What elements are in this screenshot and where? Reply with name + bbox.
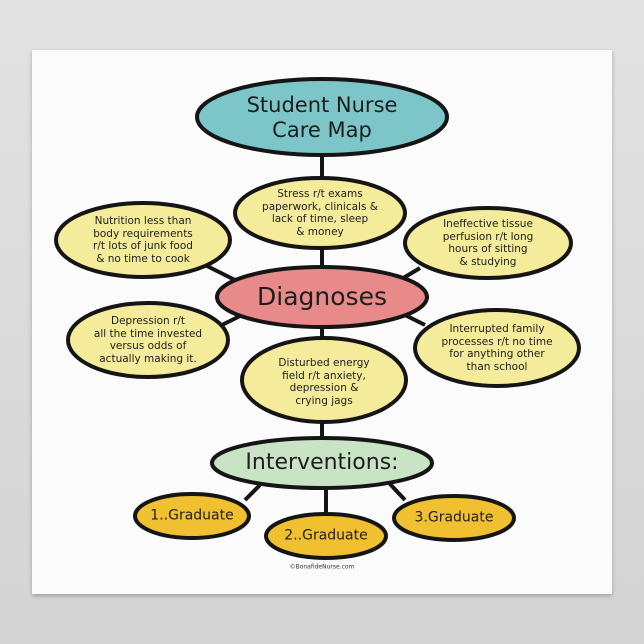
connector <box>388 482 407 502</box>
connector <box>243 483 262 502</box>
diagnosis-bubble-stress <box>233 176 407 250</box>
diagnosis-bubble-depression <box>66 301 230 379</box>
interventions-bubble <box>210 436 434 490</box>
diagnosis-bubble-family <box>413 308 581 388</box>
diagnosis-text-perfusion: Ineffective tissue perfusion r/t long ho… <box>442 217 534 268</box>
graduate-bubble-1 <box>133 492 251 540</box>
connectors <box>204 155 426 514</box>
title-bubble <box>195 77 449 157</box>
diagnosis-bubble-perfusion <box>403 206 573 280</box>
diagnosis-text-depression: Depression r/t all the time invested ver… <box>93 314 203 365</box>
connector <box>204 263 236 282</box>
diagnosis-text-stress: Stress r/t exams paperwork, clinicals & … <box>262 187 378 238</box>
title-text: Student Nurse Care Map <box>246 92 398 142</box>
interventions-text: Interventions: <box>245 449 399 475</box>
diagnoses-bubble <box>215 265 429 329</box>
copyright-text: ©BonafideNurse.com <box>289 563 355 571</box>
graduate-text-3: 3.Graduate <box>414 509 494 526</box>
diagnosis-bubble-energy <box>240 336 408 424</box>
connector <box>221 314 241 327</box>
graduate-text-1: 1..Graduate <box>150 507 234 524</box>
graduate-bubble-3 <box>392 494 516 542</box>
diagnosis-text-nutrition: Nutrition less than body requirements r/… <box>93 214 193 265</box>
diagnoses-text: Diagnoses <box>257 282 387 311</box>
diagnosis-text-energy: Disturbed energy field r/t anxiety, depr… <box>278 356 370 407</box>
graduate-text-2: 2..Graduate <box>284 527 368 544</box>
diagnosis-bubble-nutrition <box>54 201 232 279</box>
diagnosis-text-family: Interrupted family processes r/t no time… <box>441 322 553 373</box>
graduate-bubble-2 <box>264 512 388 560</box>
connector <box>404 313 426 327</box>
